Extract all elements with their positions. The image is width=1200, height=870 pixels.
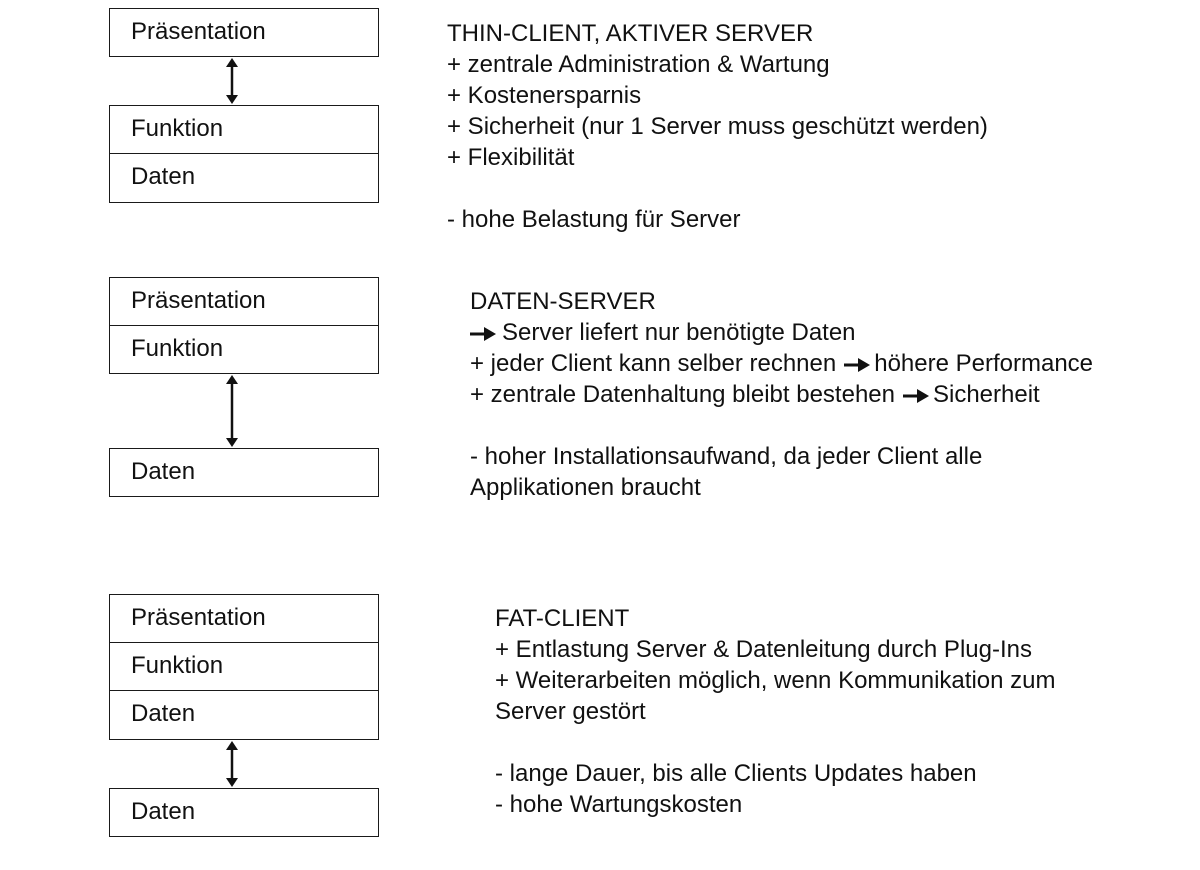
con-item: - hohe Wartungskosten bbox=[495, 791, 743, 818]
result-text: Server liefert nur benötigte Daten bbox=[502, 319, 856, 346]
section-title: DATEN-SERVER bbox=[470, 288, 656, 315]
result-item: Server liefert nur benötigte Daten bbox=[470, 317, 1093, 348]
right-arrow-icon bbox=[470, 326, 496, 341]
right-arrow-icon bbox=[902, 388, 929, 403]
pro-result: Sicherheit bbox=[932, 381, 1040, 408]
section-title: THIN-CLIENT, AKTIVER SERVER bbox=[447, 20, 814, 47]
pro-item: + zentrale Administration & Wartung bbox=[447, 51, 830, 78]
pro-item: + zentrale Datenhaltung bleibt bestehen … bbox=[470, 379, 1093, 410]
pro-item: + Weiterarbeiten möglich, wenn Kommunika… bbox=[495, 667, 1056, 694]
double-arrow-icon bbox=[226, 741, 238, 787]
layer-data: Daten bbox=[109, 448, 379, 497]
con-item: - lange Dauer, bis alle Clients Updates … bbox=[495, 760, 977, 787]
pro-item: + Entlastung Server & Datenleitung durch… bbox=[495, 636, 1032, 663]
layer-data: Daten bbox=[109, 154, 379, 203]
thin-client-description: THIN-CLIENT, AKTIVER SERVER + zentrale A… bbox=[447, 18, 988, 235]
layer-data-server: Daten bbox=[109, 788, 379, 837]
pro-item-continued: Server gestört bbox=[495, 698, 646, 725]
pro-text: + jeder Client kann selber rechnen bbox=[470, 350, 837, 377]
pro-item: + Kostenersparnis bbox=[447, 82, 642, 109]
con-item: - hohe Belastung für Server bbox=[447, 206, 741, 233]
section-title: FAT-CLIENT bbox=[495, 605, 630, 632]
con-item-continued: Applikationen braucht bbox=[470, 474, 701, 501]
fat-client-description: FAT-CLIENT + Entlastung Server & Datenle… bbox=[495, 603, 1055, 820]
layer-function: Funktion bbox=[109, 326, 379, 374]
double-arrow-icon bbox=[226, 375, 238, 447]
pro-text: + zentrale Datenhaltung bleibt bestehen bbox=[470, 381, 895, 408]
layer-presentation: Präsentation bbox=[109, 277, 379, 326]
pro-result: höhere Performance bbox=[874, 350, 1094, 377]
data-server-description: DATEN-SERVER Server liefert nur benötigt… bbox=[470, 286, 1093, 503]
layer-function: Funktion bbox=[109, 643, 379, 691]
pro-item: + Sicherheit (nur 1 Server muss geschütz… bbox=[447, 113, 988, 140]
layer-presentation: Präsentation bbox=[109, 8, 379, 57]
pro-item: + Flexibilität bbox=[447, 144, 575, 171]
con-item: - hoher Installationsaufwand, da jeder C… bbox=[470, 443, 983, 470]
layer-data-client: Daten bbox=[109, 691, 379, 740]
layer-presentation: Präsentation bbox=[109, 594, 379, 643]
right-arrow-icon bbox=[844, 357, 871, 372]
layer-function: Funktion bbox=[109, 105, 379, 154]
double-arrow-icon bbox=[226, 58, 238, 104]
pro-item: + jeder Client kann selber rechnen höher… bbox=[470, 348, 1093, 379]
